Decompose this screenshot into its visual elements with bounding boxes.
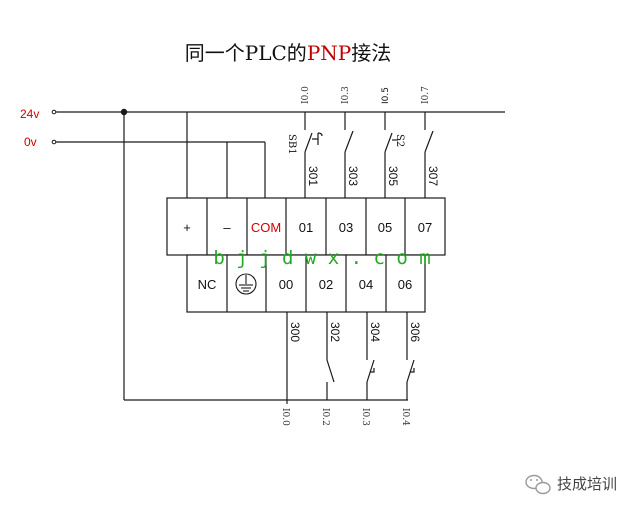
switch-306 <box>406 359 415 383</box>
switch-307 <box>424 130 434 153</box>
terminal-00: 00 <box>279 277 293 292</box>
io-label: I0.4 <box>400 408 410 426</box>
watermark: b j j d w x . c o m <box>213 247 430 269</box>
terminal-01: 01 <box>299 220 313 235</box>
switch-304 <box>366 359 375 383</box>
io-label: I0.5 <box>381 87 391 104</box>
switch-s2 <box>384 132 393 153</box>
wiring <box>52 111 505 404</box>
terminal-com: COM <box>251 220 281 235</box>
wire-number: 307 <box>426 166 440 186</box>
ground-icon <box>235 273 257 295</box>
terminal-03: 03 <box>339 220 353 235</box>
io-label: I0.2 <box>320 408 330 426</box>
wire-number: 301 <box>306 166 320 186</box>
sb1-label: SB1 <box>286 134 297 155</box>
terminal-02: 02 <box>319 277 333 292</box>
io-label: I0.3 <box>341 86 351 104</box>
io-label: I0.0 <box>280 408 290 426</box>
terminal-nc: NC <box>198 277 217 292</box>
bottom-io-labels: I0.0 I0.2 I0.3 I0.4 <box>280 408 410 426</box>
wire-number: 305 <box>386 166 400 186</box>
wire-number: 306 <box>408 322 422 342</box>
terminal-block <box>166 197 446 313</box>
switch-302 <box>326 359 335 383</box>
terminal-06: 06 <box>398 277 412 292</box>
io-label: I0.3 <box>360 408 370 426</box>
diagram-title: 同一个PLC的PNP接法 <box>185 41 391 65</box>
top-terminal-labels: + – COM 01 03 05 07 <box>183 220 432 235</box>
io-label: I0.7 <box>421 86 431 104</box>
wechat-icon <box>525 474 551 495</box>
supply-0v-label: 0v <box>24 135 37 149</box>
terminal-07: 07 <box>418 220 432 235</box>
wire-number: 304 <box>368 322 382 342</box>
terminal-minus: – <box>223 220 231 235</box>
bottom-wire-numbers: 300 302 304 306 <box>288 322 422 342</box>
switch-303 <box>344 130 354 153</box>
bottom-terminal-labels: NC 00 02 04 06 <box>198 277 413 292</box>
io-label: I0.0 <box>301 86 311 104</box>
junction-dot <box>120 108 128 116</box>
wire-number: 302 <box>328 322 342 342</box>
wire-number: 300 <box>288 322 302 342</box>
terminal-05: 05 <box>378 220 392 235</box>
wire-number: 303 <box>346 166 360 186</box>
top-io-labels: I0.0 I0.3 I0.5 I0.7 <box>301 86 431 104</box>
terminal-04: 04 <box>359 277 373 292</box>
terminal-0v <box>51 139 57 145</box>
s2-label: S2 <box>394 134 405 147</box>
footer-brand: 技成培训 <box>557 475 617 493</box>
top-wire-numbers: 301 303 305 307 <box>306 166 440 186</box>
switch-sb1 <box>304 132 313 153</box>
terminal-24v <box>51 109 57 115</box>
supply-24v-label: 24v <box>20 107 39 121</box>
terminal-plus: + <box>183 220 191 235</box>
